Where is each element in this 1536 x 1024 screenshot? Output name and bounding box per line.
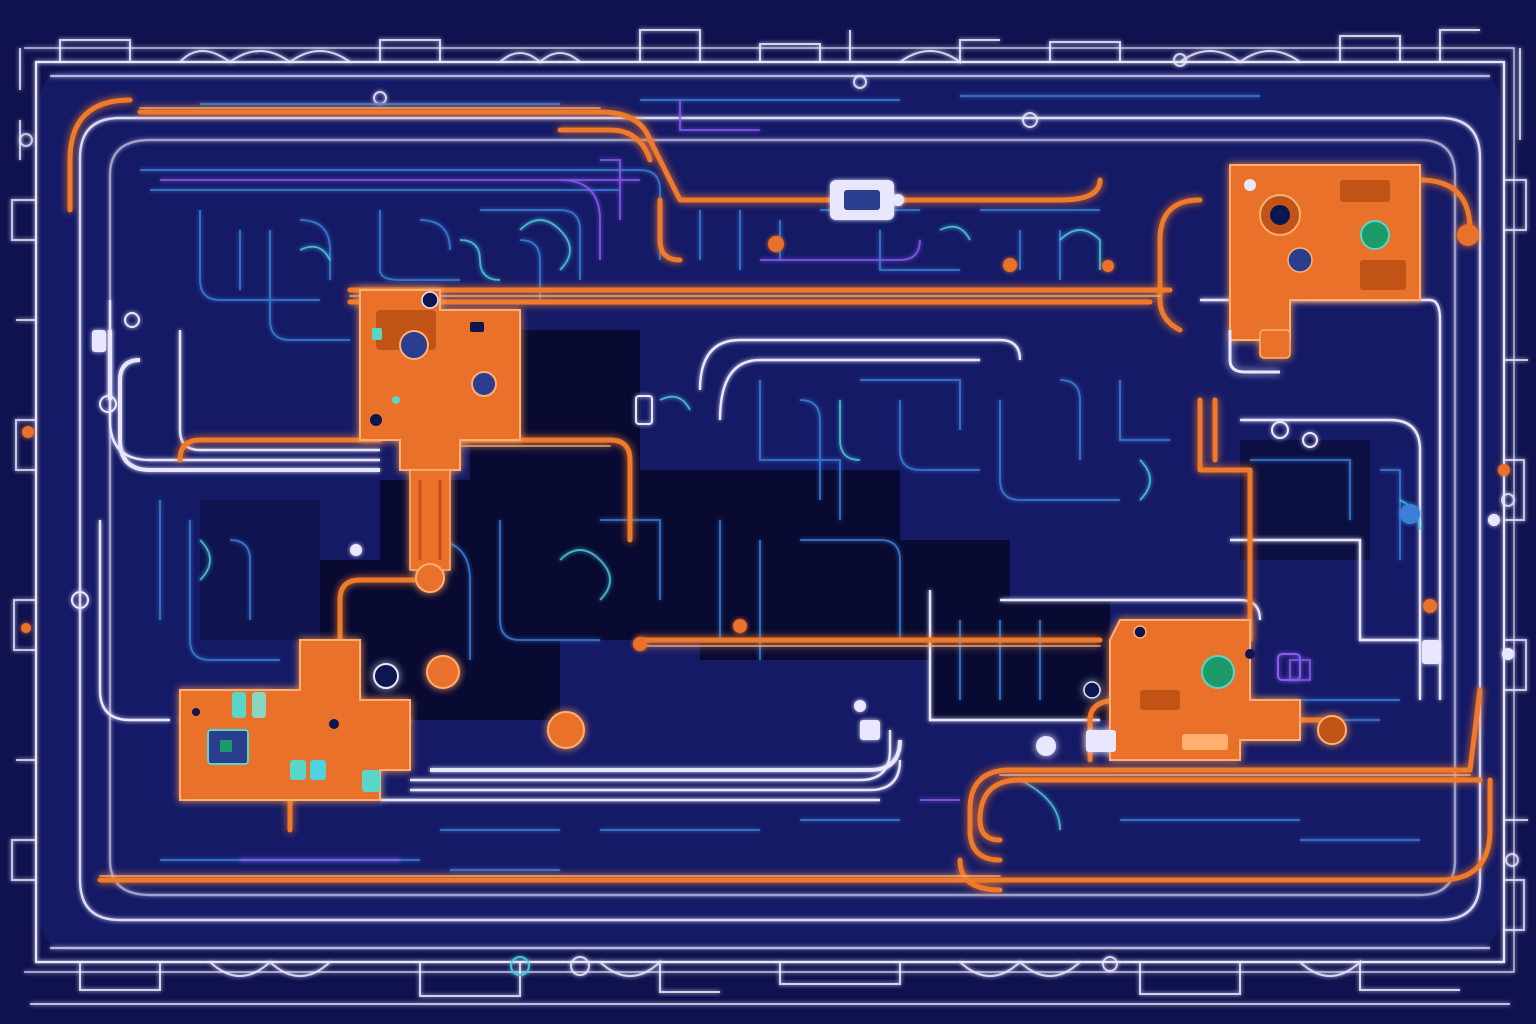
module-upper-left — [359, 289, 521, 593]
orange-pipes — [67, 97, 1493, 893]
module-lower-right — [1036, 619, 1347, 761]
shadow-regions — [200, 330, 1370, 720]
top-edge-connectors — [59, 29, 1480, 128]
white-border-loops — [78, 116, 1482, 922]
top-center-chip — [830, 180, 904, 220]
module-upper-right — [1228, 164, 1479, 374]
purple-traces — [160, 100, 1311, 861]
bottom-edge-connectors — [79, 956, 1460, 997]
scattered-nodes — [21, 236, 1514, 740]
module-lower-left — [179, 639, 585, 801]
outer-frame — [19, 47, 1521, 1005]
side-edge-connectors — [11, 133, 1528, 931]
